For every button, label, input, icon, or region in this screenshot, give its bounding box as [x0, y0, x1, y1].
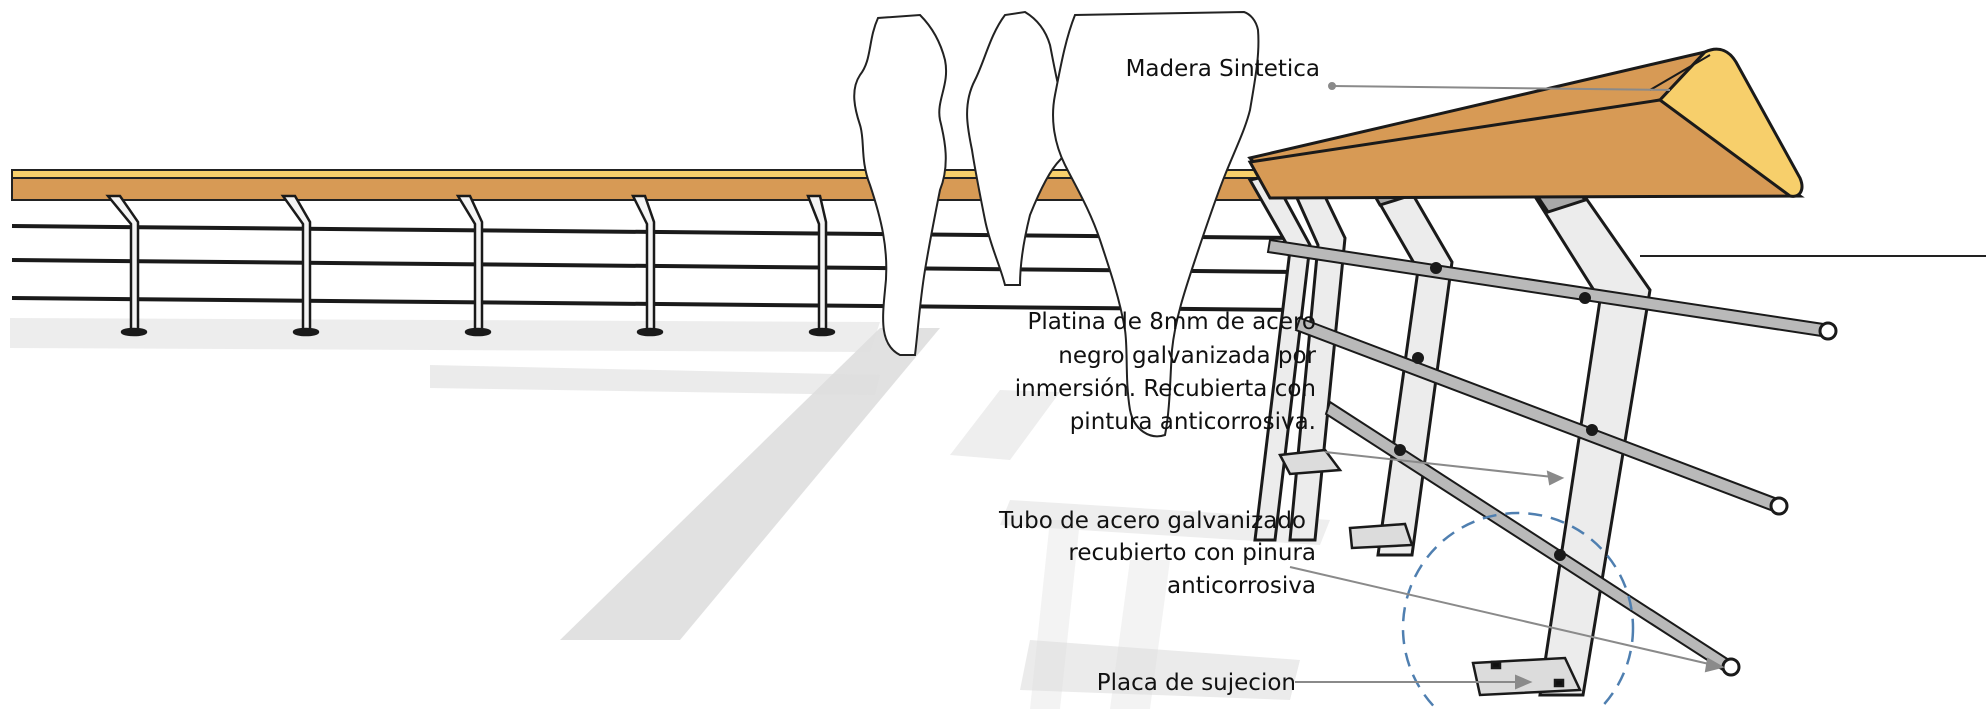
label-tubo-1: Tubo de acero galvanizado — [998, 508, 1306, 534]
far-tubes — [11, 224, 1301, 312]
person-silhouettes-icon — [853, 10, 1260, 438]
annotation-labels: Madera Sintetica Platina de 8mm de acero… — [998, 56, 1320, 696]
label-platina-4: pintura anticorrosiva. — [1070, 409, 1316, 435]
label-platina-3: inmersión. Recubierta con — [1015, 376, 1316, 402]
near-handrail — [1247, 47, 1805, 200]
leader-lines — [1289, 82, 1725, 690]
base-plates — [1278, 448, 1582, 697]
label-placa: Placa de sujecion — [1097, 670, 1296, 696]
near-posts — [1247, 116, 1652, 697]
label-tubo-3: anticorrosiva — [1167, 573, 1316, 599]
near-tubes — [1266, 238, 1838, 677]
detail-circle — [1401, 511, 1635, 709]
label-platina-2: negro galvanizada por — [1058, 343, 1316, 369]
ground-shadows — [10, 318, 1330, 709]
label-tubo-2: recubierto con pinura — [1068, 540, 1316, 566]
label-platina-1: Platina de 8mm de acero — [1027, 309, 1316, 335]
label-madera: Madera Sintetica — [1126, 56, 1320, 82]
far-handrail — [11, 169, 1273, 201]
